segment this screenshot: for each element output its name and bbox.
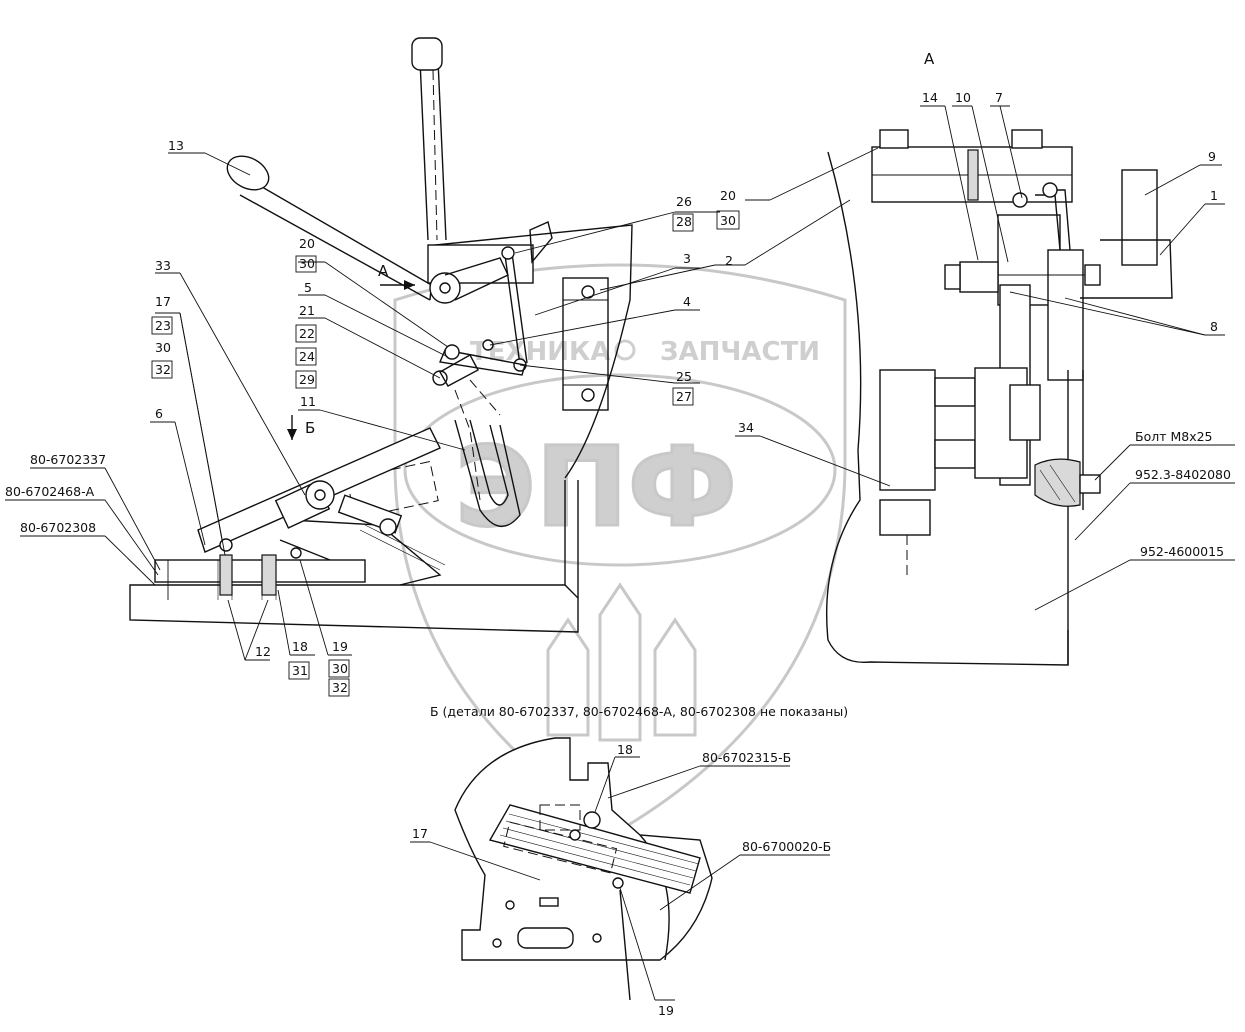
- callout-10: 10: [955, 90, 971, 105]
- callout-26: 26: [676, 194, 692, 209]
- callout-1: 1: [1210, 188, 1218, 203]
- part-952-3-8402080: 952.3-8402080: [1135, 467, 1231, 482]
- view-b-callout-18: 18: [617, 742, 633, 757]
- callout-32-left: 32: [155, 362, 171, 377]
- callout-14: 14: [922, 90, 938, 105]
- callout-25: 25: [676, 369, 692, 384]
- view-a: А: [716, 50, 1235, 666]
- part-80-6700020-b: 80-6700020-Б: [742, 839, 831, 854]
- callout-28: 28: [676, 214, 692, 229]
- callout-12: 12: [255, 644, 271, 659]
- callout-8: 8: [1210, 319, 1218, 334]
- view-b-callout-19: 19: [658, 1003, 674, 1018]
- callout-29: 29: [299, 372, 315, 387]
- callout-30-left: 30: [155, 340, 171, 355]
- callout-13: 13: [168, 138, 184, 153]
- watermark-logo: ЭПФ: [455, 423, 737, 551]
- gear-icon: [614, 339, 636, 361]
- callout-18: 18: [292, 639, 308, 654]
- callout-27: 27: [676, 389, 692, 404]
- view-a-title: А: [924, 50, 935, 68]
- callout-17: 17: [155, 294, 171, 309]
- callout-6: 6: [155, 406, 163, 421]
- part-80-6702308: 80-6702308: [20, 520, 96, 535]
- callout-30-bottom: 30: [332, 661, 348, 676]
- view-b: Б (детали 80-6702337, 80-6702468-А, 80-6…: [410, 704, 848, 1018]
- watermark: ТЕХНИКА ЗАПЧАСТИ ЭПФ: [393, 263, 847, 832]
- callout-33: 33: [155, 258, 171, 273]
- view-b-title: Б (детали 80-6702337, 80-6702468-А, 80-6…: [430, 704, 848, 719]
- callout-34: 34: [738, 420, 754, 435]
- bolt-m8x25: Болт М8х25: [1135, 429, 1213, 444]
- callout-30-a: 30: [720, 213, 736, 228]
- part-80-6702315-b: 80-6702315-Б: [702, 750, 791, 765]
- callout-5: 5: [304, 280, 312, 295]
- arrow-b-label: Б: [305, 419, 315, 437]
- callout-21: 21: [299, 303, 315, 318]
- part-80-6702468-a: 80-6702468-А: [5, 484, 95, 499]
- callout-20-a: 20: [720, 188, 736, 203]
- callout-2: 2: [725, 253, 733, 268]
- callout-11: 11: [300, 394, 316, 409]
- callout-9: 9: [1208, 149, 1216, 164]
- part-952-4600015: 952-4600015: [1140, 544, 1224, 559]
- view-b-arrow: Б: [287, 415, 315, 440]
- callout-31: 31: [292, 663, 308, 678]
- main-view: А Б: [5, 37, 745, 697]
- watermark-brand-left: ТЕХНИКА: [470, 337, 610, 367]
- part-80-6702337: 80-6702337: [30, 452, 106, 467]
- watermark-brand-right: ЗАПЧАСТИ: [660, 337, 820, 367]
- callout-7: 7: [995, 90, 1003, 105]
- callout-19: 19: [332, 639, 348, 654]
- callout-23: 23: [155, 318, 171, 333]
- callout-30-main: 30: [299, 256, 315, 271]
- callout-3: 3: [683, 251, 691, 266]
- wheat-ears-icon: [546, 582, 697, 742]
- callout-20-main: 20: [299, 236, 315, 251]
- callout-24: 24: [299, 349, 315, 364]
- view-a-arrow: А: [378, 262, 415, 290]
- callout-22: 22: [299, 326, 315, 341]
- callout-4: 4: [683, 294, 691, 309]
- callout-32-bottom: 32: [332, 680, 348, 695]
- view-b-callout-17: 17: [412, 826, 428, 841]
- arrow-a-label: А: [378, 262, 389, 280]
